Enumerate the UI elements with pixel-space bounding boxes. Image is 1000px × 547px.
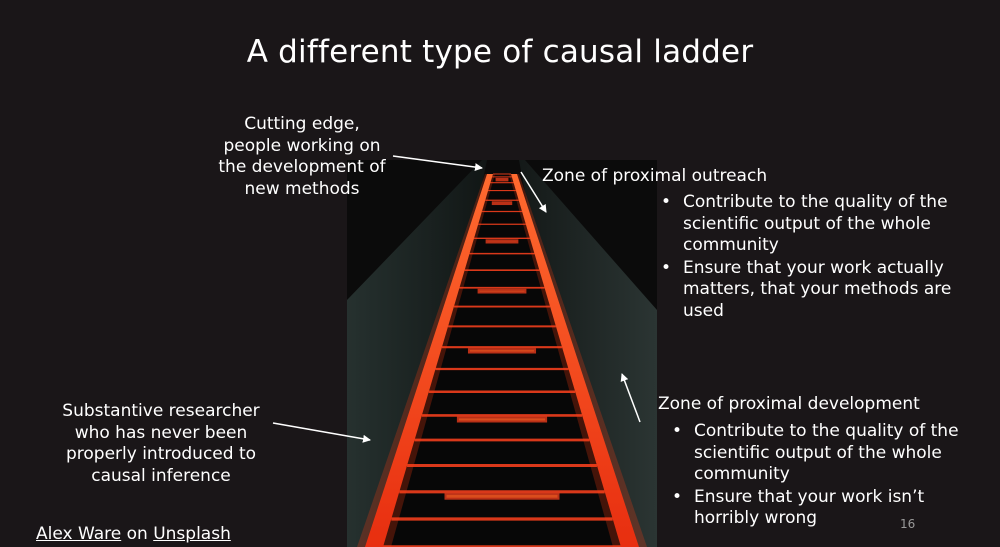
substantive-researcher-label: Substantive researcher who has never bee…	[56, 401, 266, 487]
researcher-line-1: Substantive researcher	[62, 401, 260, 421]
photo-credit: Alex Ware on Unsplash	[36, 524, 231, 544]
outreach-bullet-2: Ensure that your work actually matters, …	[657, 258, 977, 323]
development-bullet-1-line-2: scientific output of the whole	[694, 442, 942, 463]
outreach-bullet-1-line-3: community	[683, 235, 779, 255]
researcher-line-3: properly introduced to	[65, 444, 257, 464]
cutting-edge-line-3: the development of	[218, 157, 386, 177]
outreach-bullet-1-line-1: Contribute to the quality of the	[683, 192, 948, 212]
outreach-bullet-2-line-1: Ensure that your work actually	[683, 257, 944, 278]
slide-title: A different type of causal ladder	[246, 34, 754, 70]
ladder-photo	[347, 160, 657, 547]
development-zone-title: Zone of proximal development	[658, 394, 920, 414]
ladder-light	[491, 201, 513, 206]
ladder-light	[495, 177, 509, 182]
development-bullet-2-line-1: Ensure that your work isn’t	[694, 486, 925, 507]
ladder-light	[467, 348, 537, 354]
outreach-bullet-2-line-3: used	[683, 300, 724, 321]
cutting-edge-label: Cutting edge, people working on the deve…	[212, 114, 392, 200]
outreach-zone-title: Zone of proximal outreach	[542, 166, 768, 186]
development-bullet-2-line-2: horribly wrong	[694, 508, 818, 528]
ladder-light	[477, 288, 527, 294]
outreach-bullet-1-line-2: scientific output of the whole	[683, 213, 931, 234]
cutting-edge-line-4: new methods	[244, 178, 360, 199]
researcher-line-4: causal inference	[91, 465, 231, 486]
development-bullet-1: Contribute to the quality of the scienti…	[668, 421, 988, 486]
unsplash-link[interactable]: Unsplash	[153, 524, 231, 544]
ladder-light	[485, 239, 519, 244]
development-bullet-list: Contribute to the quality of the scienti…	[668, 421, 988, 531]
development-bullet-1-line-3: community	[694, 464, 790, 484]
ladder-light	[444, 492, 560, 500]
outreach-bullet-1: Contribute to the quality of the scienti…	[657, 192, 977, 257]
researcher-line-2: who has never been	[74, 422, 248, 443]
page-number: 16	[900, 517, 916, 531]
cutting-edge-line-2: people working on	[223, 135, 381, 156]
development-bullet-1-line-1: Contribute to the quality of the	[694, 421, 959, 441]
outreach-bullet-list: Contribute to the quality of the scienti…	[657, 192, 977, 323]
ladder-light	[456, 416, 548, 423]
credit-on-text: on	[126, 524, 148, 544]
outreach-bullet-2-line-2: matters, that your methods are	[683, 279, 952, 299]
cutting-edge-line-1: Cutting edge,	[244, 114, 360, 134]
development-bullet-2: Ensure that your work isn’t horribly wro…	[668, 487, 988, 530]
author-link[interactable]: Alex Ware	[36, 524, 122, 544]
